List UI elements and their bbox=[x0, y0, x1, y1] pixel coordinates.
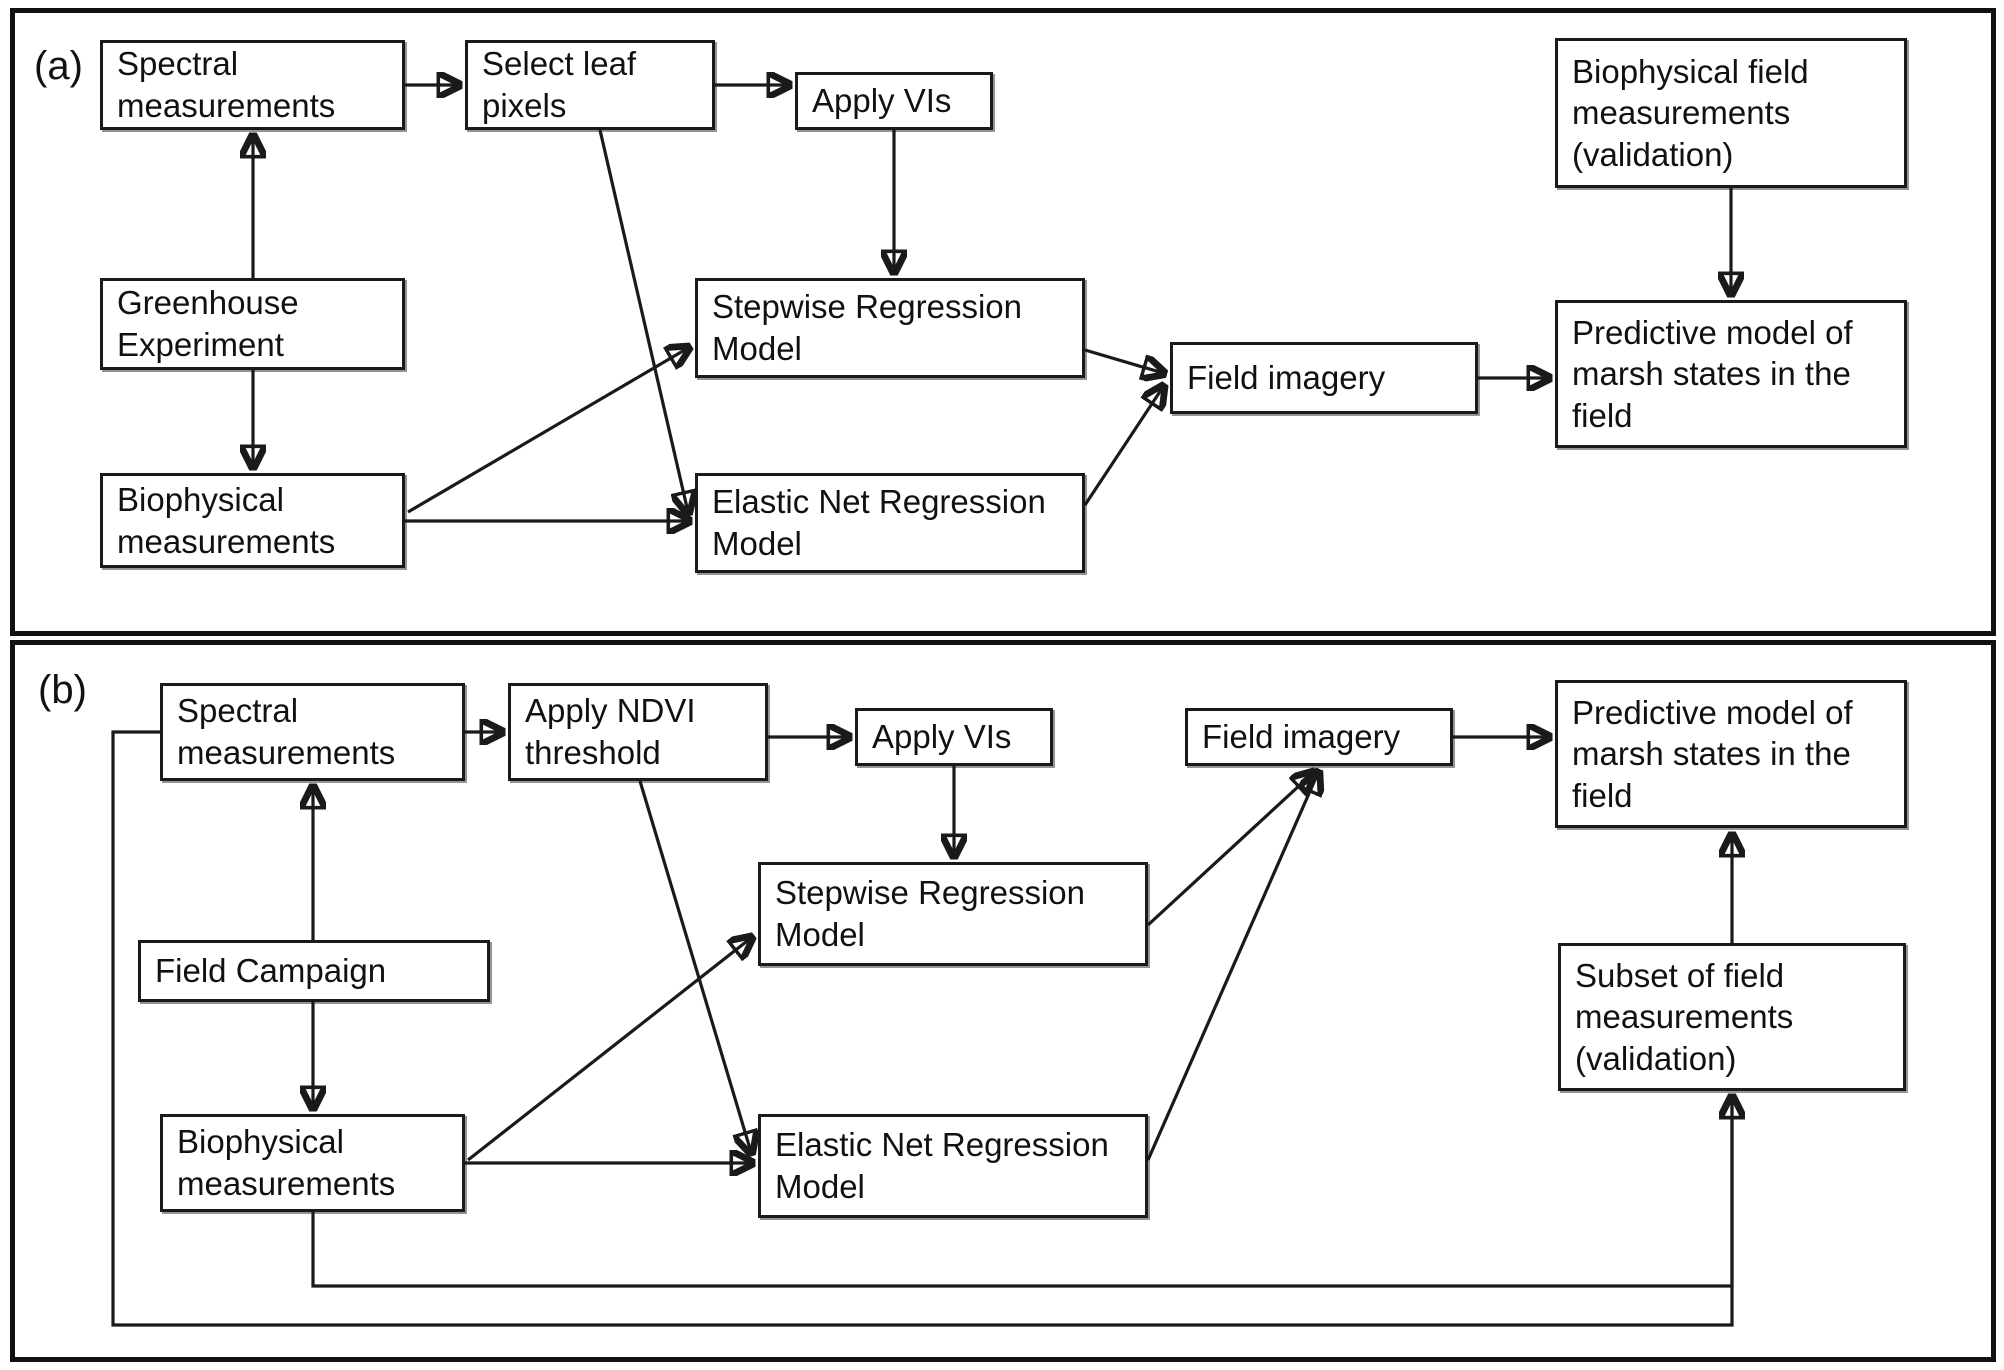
node-subset-of-field-measurements-validation[interactable]: Subset of field measurements (validation… bbox=[1558, 943, 1906, 1091]
node-biophysical-field-measurements-validation[interactable]: Biophysical field measurements (validati… bbox=[1555, 38, 1907, 188]
node-select-leaf-pixels[interactable]: Select leaf pixels bbox=[465, 40, 715, 130]
node-apply-ndvi-threshold[interactable]: Apply NDVI threshold bbox=[508, 683, 768, 781]
node-stepwise-regression-model-b[interactable]: Stepwise Regression Model bbox=[758, 862, 1148, 966]
node-spectral-measurements-b[interactable]: Spectral measurements bbox=[160, 683, 465, 781]
node-biophysical-measurements-b[interactable]: Biophysical measurements bbox=[160, 1114, 465, 1212]
node-stepwise-regression-model-a[interactable]: Stepwise Regression Model bbox=[695, 278, 1085, 378]
node-field-imagery-b[interactable]: Field imagery bbox=[1185, 708, 1453, 766]
node-greenhouse-experiment[interactable]: Greenhouse Experiment bbox=[100, 278, 405, 370]
node-elastic-net-regression-model-a[interactable]: Elastic Net Regression Model bbox=[695, 473, 1085, 573]
node-elastic-net-regression-model-b[interactable]: Elastic Net Regression Model bbox=[758, 1114, 1148, 1218]
panel-b-label: (b) bbox=[38, 668, 87, 712]
node-field-campaign[interactable]: Field Campaign bbox=[138, 940, 490, 1002]
node-apply-vis-b[interactable]: Apply VIs bbox=[855, 708, 1053, 766]
node-predictive-model-b[interactable]: Predictive model of marsh states in the … bbox=[1555, 680, 1907, 828]
node-field-imagery-a[interactable]: Field imagery bbox=[1170, 342, 1478, 414]
panel-a-label: (a) bbox=[34, 44, 83, 88]
node-biophysical-measurements-a[interactable]: Biophysical measurements bbox=[100, 473, 405, 568]
node-apply-vis-a[interactable]: Apply VIs bbox=[795, 72, 993, 130]
node-predictive-model-a[interactable]: Predictive model of marsh states in the … bbox=[1555, 300, 1907, 448]
node-spectral-measurements-a[interactable]: Spectral measurements bbox=[100, 40, 405, 130]
